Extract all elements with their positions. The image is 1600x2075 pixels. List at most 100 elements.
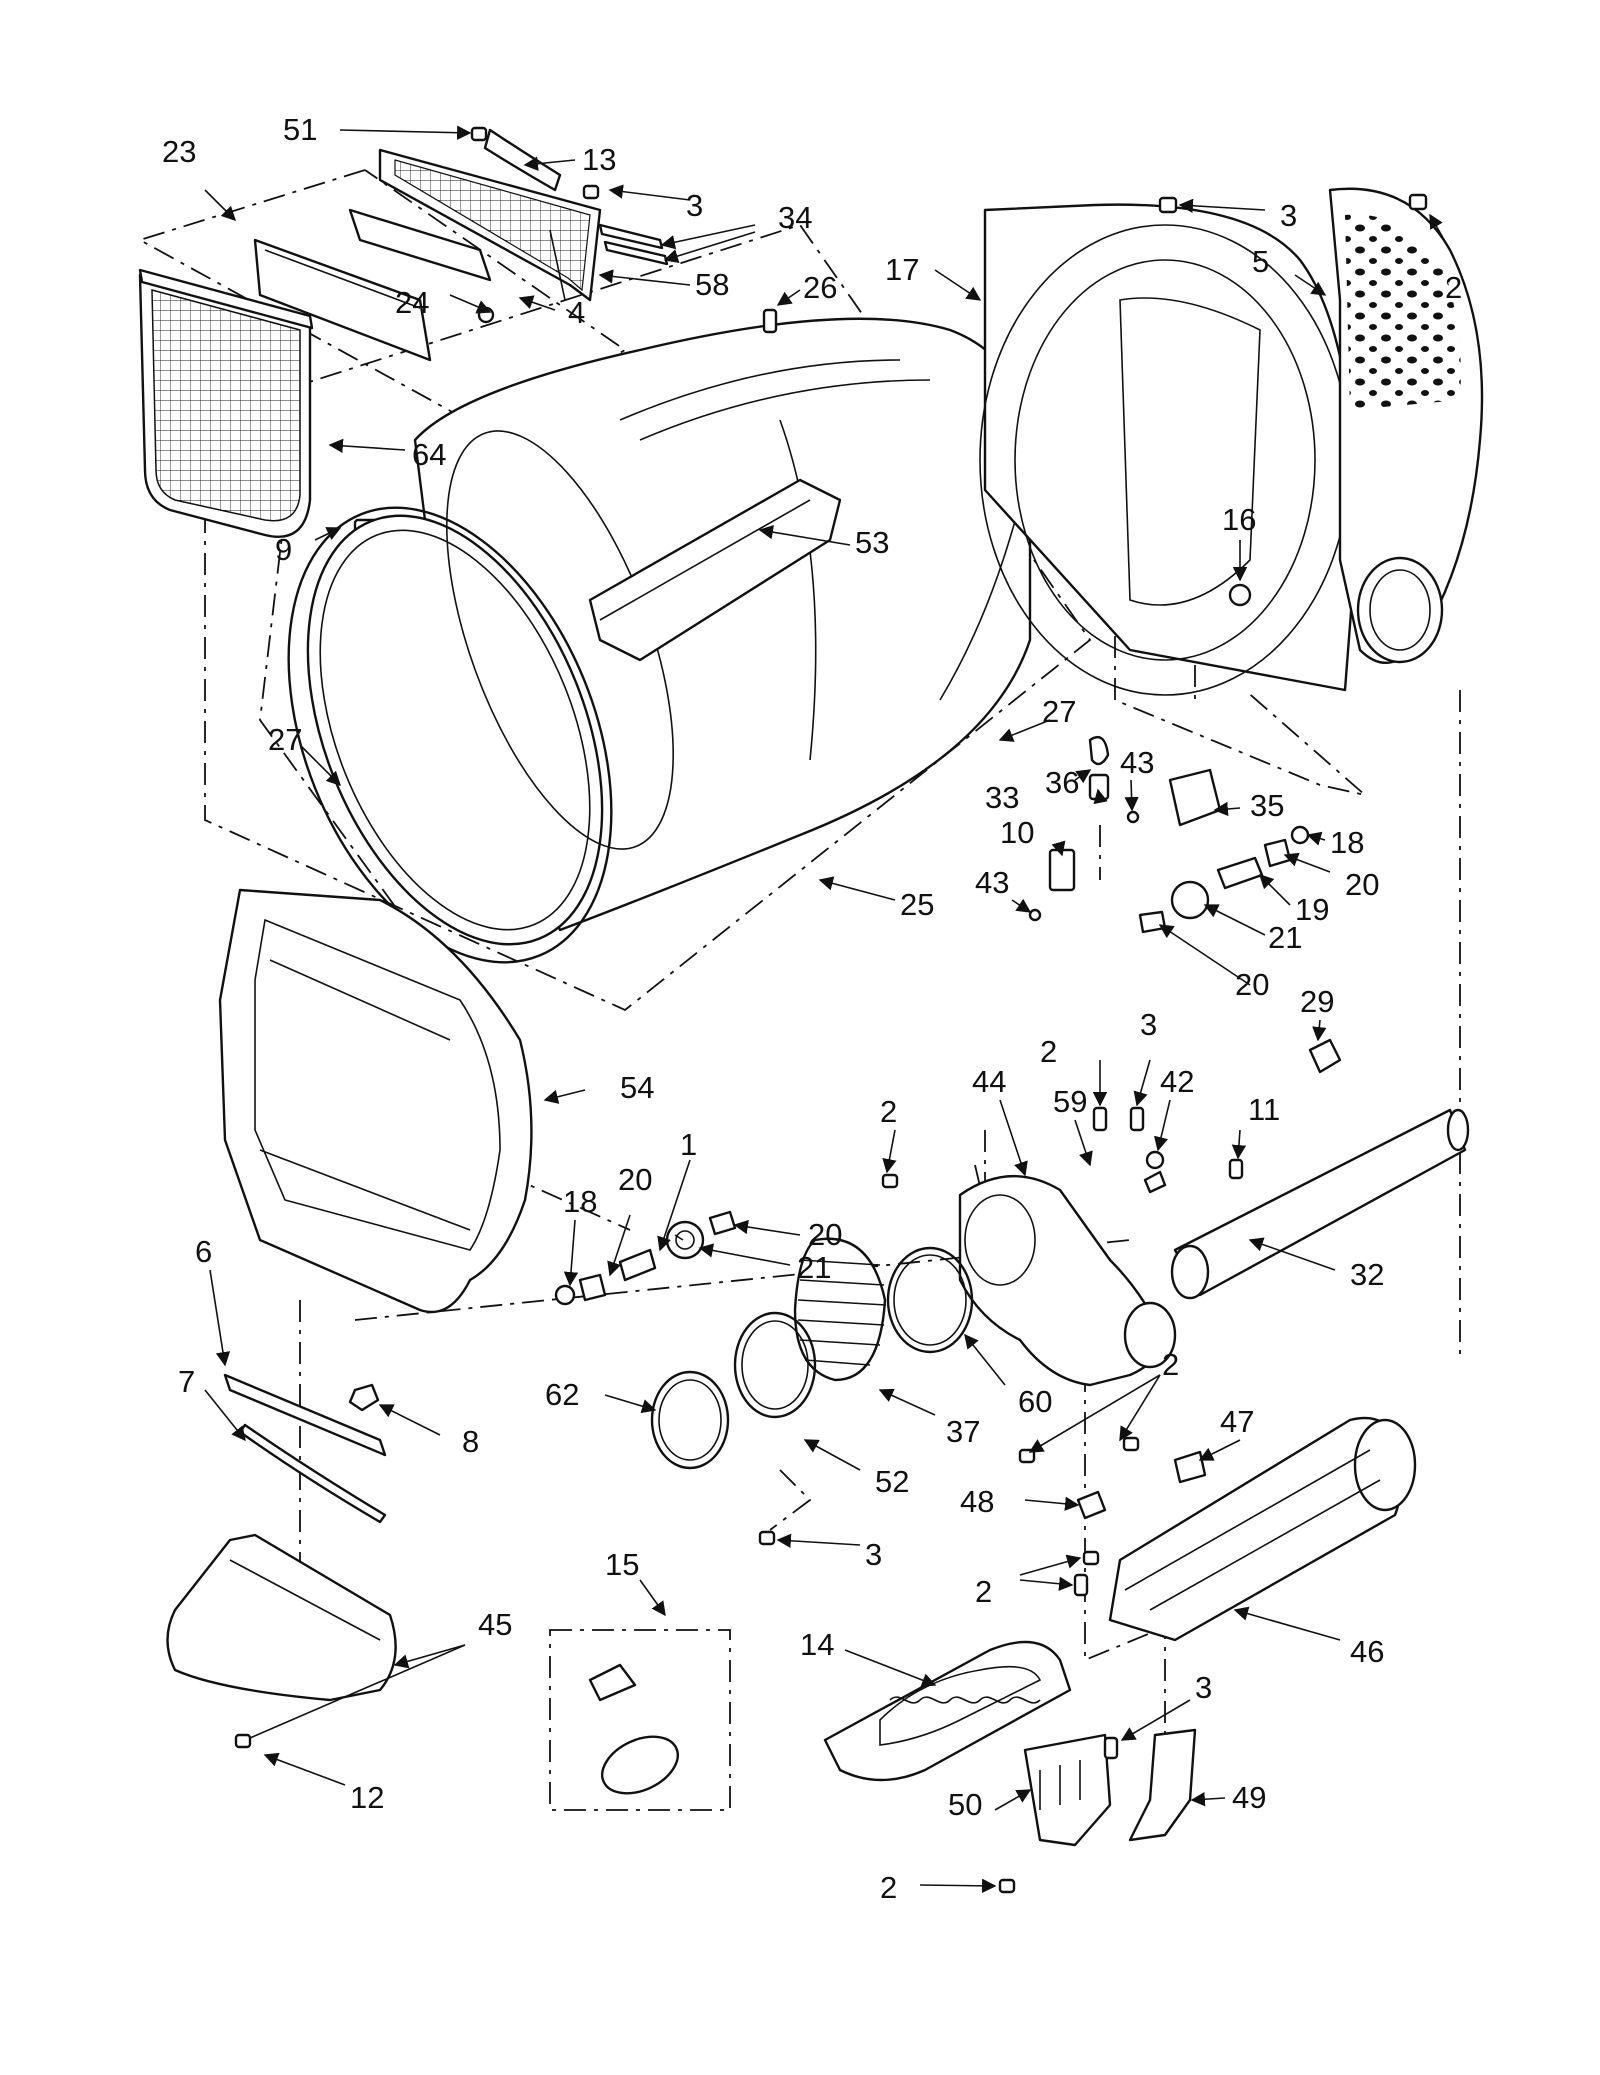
front-bulkhead-54 [218,888,533,1314]
seal-62 [650,1370,730,1470]
screw-26 [762,308,778,334]
vent-cover-5 [1328,187,1484,664]
screw-3-rear [1158,196,1178,214]
label-35: 35 [1250,788,1284,823]
blower-housing-44 [958,1174,1177,1387]
sensor-cluster [1028,735,1342,1074]
small-fasteners-mid [881,1106,1244,1194]
label-27b: 27 [1042,694,1076,729]
label-43b: 43 [975,865,1009,900]
label-26: 26 [803,270,837,305]
nut-16 [1228,583,1252,607]
label-45: 45 [478,1607,512,1642]
label-59: 59 [1053,1084,1087,1119]
label-9: 9 [275,532,292,567]
label-17: 17 [885,252,919,287]
label-20a: 20 [1345,867,1379,902]
label-3b: 3 [1280,198,1297,233]
label-49: 49 [1232,1780,1266,1815]
strip-6-7 [223,1373,387,1524]
label-2f: 2 [880,1870,897,1905]
label-6: 6 [195,1234,212,1269]
label-20b: 20 [1235,967,1269,1002]
label-3a: 3 [686,188,703,223]
label-23: 23 [162,134,196,169]
label-29: 29 [1300,984,1334,1019]
label-48: 48 [960,1484,994,1519]
label-53: 53 [855,525,889,560]
label-37: 37 [946,1414,980,1449]
screw-3-top [582,184,600,200]
leader-lines [204,125,1451,1894]
heater-element-14 [823,1640,1072,1782]
heater-duct-46 [1108,1416,1417,1642]
screw-2-rear [1408,193,1428,211]
seal-strips-34 [598,223,669,266]
label-11: 11 [1248,1092,1280,1127]
label-21b: 21 [797,1250,831,1285]
blower-wheel-37 [793,1237,887,1382]
lint-grille-13 [378,128,602,302]
label-2e: 2 [975,1574,992,1609]
label-54: 54 [620,1070,654,1105]
blower-seal-60 [886,1246,974,1354]
label-50: 50 [948,1787,982,1822]
label-20c: 20 [618,1162,652,1197]
label-32: 32 [1350,1257,1384,1292]
label-20d: 20 [808,1217,842,1252]
lint-housing-23 [253,208,492,362]
label-64: 64 [412,437,446,472]
drum-25 [306,317,1032,946]
label-8: 8 [462,1424,479,1459]
callout-labels: 51 13 23 3 34 58 24 4 64 26 9 53 3 17 5 … [162,112,1462,1905]
blower-seal-52 [733,1311,817,1419]
label-3e: 3 [1195,1670,1212,1705]
nut-8 [348,1383,380,1412]
label-13: 13 [582,142,616,177]
screw-3-lower [758,1530,776,1546]
brackets-49-50 [998,1728,1197,1894]
label-2c: 2 [880,1094,897,1129]
label-51: 51 [283,112,317,147]
label-24: 24 [395,285,429,320]
label-44: 44 [972,1064,1006,1099]
label-25: 25 [900,887,934,922]
heater-parts-47-48 [1018,1436,1207,1597]
label-15: 15 [605,1547,639,1582]
label-21a: 21 [1268,920,1302,955]
label-2b: 2 [1040,1034,1057,1069]
label-5: 5 [1252,244,1269,279]
drum-seal-27 [287,506,613,964]
label-1: 1 [680,1127,697,1162]
label-46: 46 [1350,1634,1384,1669]
label-19: 19 [1295,892,1329,927]
label-3d: 3 [865,1537,882,1572]
label-36: 36 [1045,765,1079,800]
label-4: 4 [568,295,585,330]
baffle-53 [588,478,842,662]
label-33: 33 [985,780,1019,815]
label-3c: 3 [1140,1007,1157,1042]
label-16: 16 [1222,502,1256,537]
label-12: 12 [350,1780,384,1815]
label-2a: 2 [1445,270,1462,305]
lint-screen-64 [138,268,314,538]
label-52: 52 [875,1464,909,1499]
label-47: 47 [1220,1404,1254,1439]
label-42: 42 [1160,1064,1194,1099]
label-34: 34 [778,200,812,235]
bearing-parts-left [554,1210,737,1306]
label-62: 62 [545,1377,579,1412]
label-18b: 18 [563,1184,597,1219]
label-14: 14 [800,1627,834,1662]
label-10: 10 [1000,815,1034,850]
lint-duct-45 [166,1533,397,1702]
duct-32 [1170,1108,1470,1300]
label-18a: 18 [1330,825,1364,860]
label-43a: 43 [1120,745,1154,780]
label-60: 60 [1018,1384,1052,1419]
label-27a: 27 [268,722,302,757]
screw-12 [234,1733,252,1749]
label-58: 58 [695,267,729,302]
